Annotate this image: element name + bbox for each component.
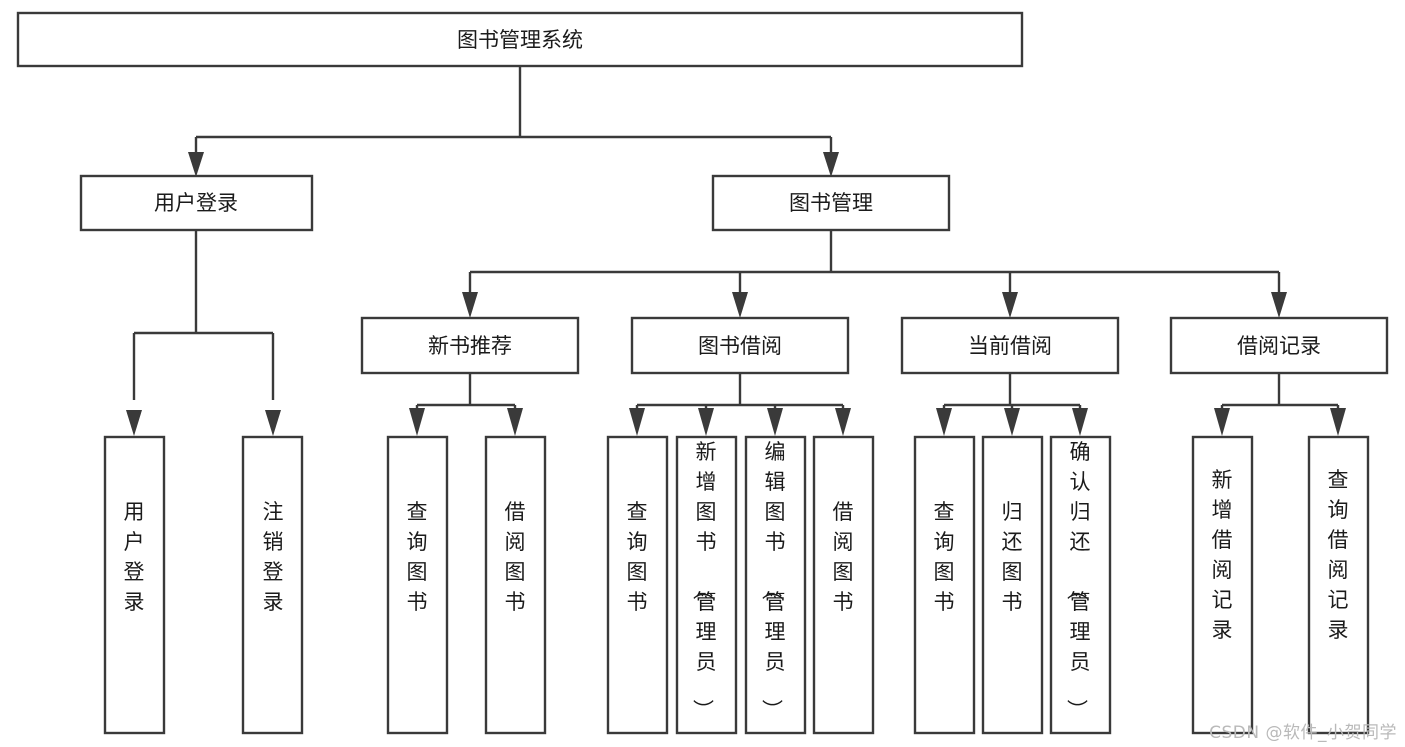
arrow-head-book-manage [823,152,839,177]
leaf-confirm-return[interactable]: 确认归还（管理员） [1049,435,1112,735]
node-new-book-rec[interactable]: 新书推荐 [360,316,580,375]
leaf-edit-book-label: 编辑图书（管理员） [760,440,786,720]
node-book-manage-label: 图书管理 [789,191,873,215]
leaf-add-record[interactable]: 新增借阅记录 [1191,435,1254,735]
leaf-edit-book[interactable]: 编辑图书（管理员） [744,435,807,735]
arrow-head-leaf-query-record [1330,408,1346,436]
node-new-book-rec-label: 新书推荐 [428,334,512,358]
leaf-borrow-book-2-label: 借阅图书 [833,500,854,614]
arrow-head-leaf-query-book-1 [409,408,425,436]
leaf-query-record-label: 查询借阅记录 [1328,468,1349,642]
arrow-head-current-borrow [1002,292,1018,318]
leaf-return-book-label: 归还图书 [1002,500,1023,614]
arrow-head-leaf-return-book [1004,408,1020,436]
node-book-borrow[interactable]: 图书借阅 [630,316,850,375]
arrow-head-leaf-borrow-book-2 [835,408,851,436]
arrow-head-book-borrow [732,292,748,318]
node-root-label: 图书管理系统 [457,28,583,52]
leaf-logout[interactable]: 注销登录 [241,435,304,735]
arrow-head-leaf-logout [265,410,281,436]
leaf-add-book-label: 新增图书（管理员） [691,440,717,720]
arrow-head-leaf-confirm-return [1072,408,1088,436]
leaf-query-book-1[interactable]: 查询图书 [386,435,449,735]
leaf-confirm-return-label: 确认归还（管理员） [1065,440,1091,720]
leaf-borrow-book-1-label: 借阅图书 [505,500,526,614]
leaf-query-book-3[interactable]: 查询图书 [913,435,976,735]
arrow-head-leaf-query-book-3 [936,408,952,436]
node-user-login-label: 用户登录 [154,191,238,215]
node-current-borrow-label: 当前借阅 [968,334,1052,358]
node-borrow-record-label: 借阅记录 [1237,334,1321,358]
arrow-head-leaf-user-login [126,410,142,436]
node-book-manage[interactable]: 图书管理 [711,174,951,232]
leaf-return-book[interactable]: 归还图书 [981,435,1044,735]
leaf-add-record-label: 新增借阅记录 [1212,468,1233,642]
arrow-head-leaf-edit-book [767,408,783,436]
leaf-logout-label: 注销登录 [263,500,284,614]
leaf-query-book-2-label: 查询图书 [627,500,648,614]
connector-layer [126,66,1346,436]
arrow-head-borrow-record [1271,292,1287,318]
node-book-borrow-label: 图书借阅 [698,334,782,358]
leaf-query-book-2[interactable]: 查询图书 [606,435,669,735]
leaf-borrow-book-1[interactable]: 借阅图书 [484,435,547,735]
leaf-borrow-book-2[interactable]: 借阅图书 [812,435,875,735]
node-current-borrow[interactable]: 当前借阅 [900,316,1120,375]
arrow-head-user-login [188,152,204,177]
arrow-head-new-book-rec [462,292,478,318]
node-borrow-record[interactable]: 借阅记录 [1169,316,1389,375]
arrow-head-leaf-query-book-2 [629,408,645,436]
arrow-head-leaf-borrow-book-1 [507,408,523,436]
leaf-query-book-3-label: 查询图书 [934,500,955,614]
leaf-user-login-label: 用户登录 [124,500,145,614]
arrow-head-leaf-add-record [1214,408,1230,436]
leaf-query-record[interactable]: 查询借阅记录 [1307,435,1370,735]
leaf-add-book[interactable]: 新增图书（管理员） [675,435,738,735]
arrow-head-leaf-add-book [698,408,714,436]
leaf-user-login[interactable]: 用户登录 [103,435,166,735]
node-user-login[interactable]: 用户登录 [79,174,314,232]
csdn-watermark: CSDN @软件_小贺同学 [1209,723,1397,743]
node-root[interactable]: 图书管理系统 [16,11,1024,68]
leaf-query-book-1-label: 查询图书 [407,500,428,614]
